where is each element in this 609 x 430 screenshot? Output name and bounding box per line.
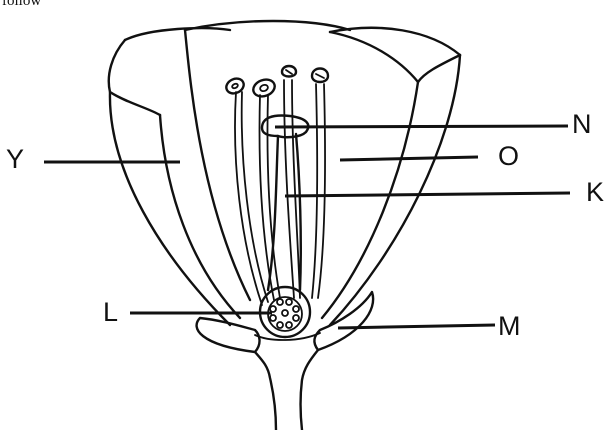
label-y: Y <box>6 146 24 173</box>
label-k: K <box>586 179 604 206</box>
leader-line-k <box>285 193 570 196</box>
sepal-right <box>314 292 373 350</box>
stamen-3 <box>282 66 300 298</box>
petal-left <box>109 28 240 325</box>
sepal-left <box>197 318 260 352</box>
label-l: L <box>103 299 118 326</box>
label-o: O <box>498 143 519 170</box>
label-n: N <box>572 111 592 138</box>
leader-line-o <box>340 157 478 160</box>
label-m: M <box>498 313 521 340</box>
petal-right <box>322 28 460 325</box>
stamen-4 <box>312 69 328 299</box>
receptacle-and-stalk <box>255 333 320 430</box>
ovules <box>270 299 299 328</box>
leader-line-n <box>275 126 568 127</box>
